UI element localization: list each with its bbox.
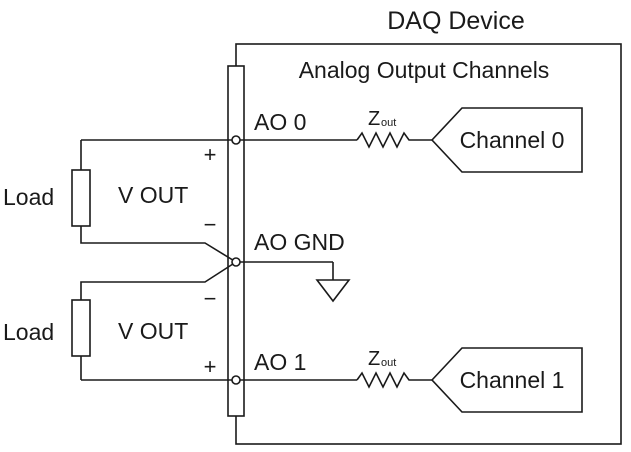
load-0-return-wire [80,226,237,263]
device-title: DAQ Device [387,7,525,35]
terminal-strip [227,65,245,417]
ao1-terminal-label: AO 1 [254,349,306,375]
ao0-terminal-label: AO 0 [254,109,306,135]
load-0-label: Load [3,184,54,210]
ao-gnd-terminal-label: AO GND [254,229,345,255]
load-0-plus-sign: + [204,142,217,167]
ao1-terminal [231,375,241,385]
svg-text:out: out [381,357,396,369]
channel-1-driver [430,347,583,413]
ground-symbol [315,279,351,303]
channel-1-label: Channel 1 [460,367,565,393]
channel-0-label: Channel 0 [460,127,565,153]
ao0-terminal [231,135,241,145]
section-title: Analog Output Channels [299,57,550,83]
load-1-label: Load [3,319,54,345]
load-1-resistor [71,299,91,357]
load-0-resistor [71,169,91,227]
zout-0-label: Z out [368,108,396,130]
svg-text:Z: Z [368,108,380,130]
zout-resistor-1 [356,371,432,389]
zout-resistor-0 [356,131,432,149]
svg-text:Z: Z [368,348,380,370]
svg-text:out: out [381,117,396,129]
load-0-vout-label: V OUT [118,182,188,208]
load-1-minus-sign: − [204,286,217,311]
ao-gnd-terminal [231,257,241,267]
load-1-plus-sign: + [204,354,217,379]
zout-1-label: Z out [368,348,396,370]
channel-0-driver [430,107,583,173]
load-0-minus-sign: − [204,212,217,237]
load-1-return-wire [80,261,237,300]
load-1-vout-label: V OUT [118,318,188,344]
